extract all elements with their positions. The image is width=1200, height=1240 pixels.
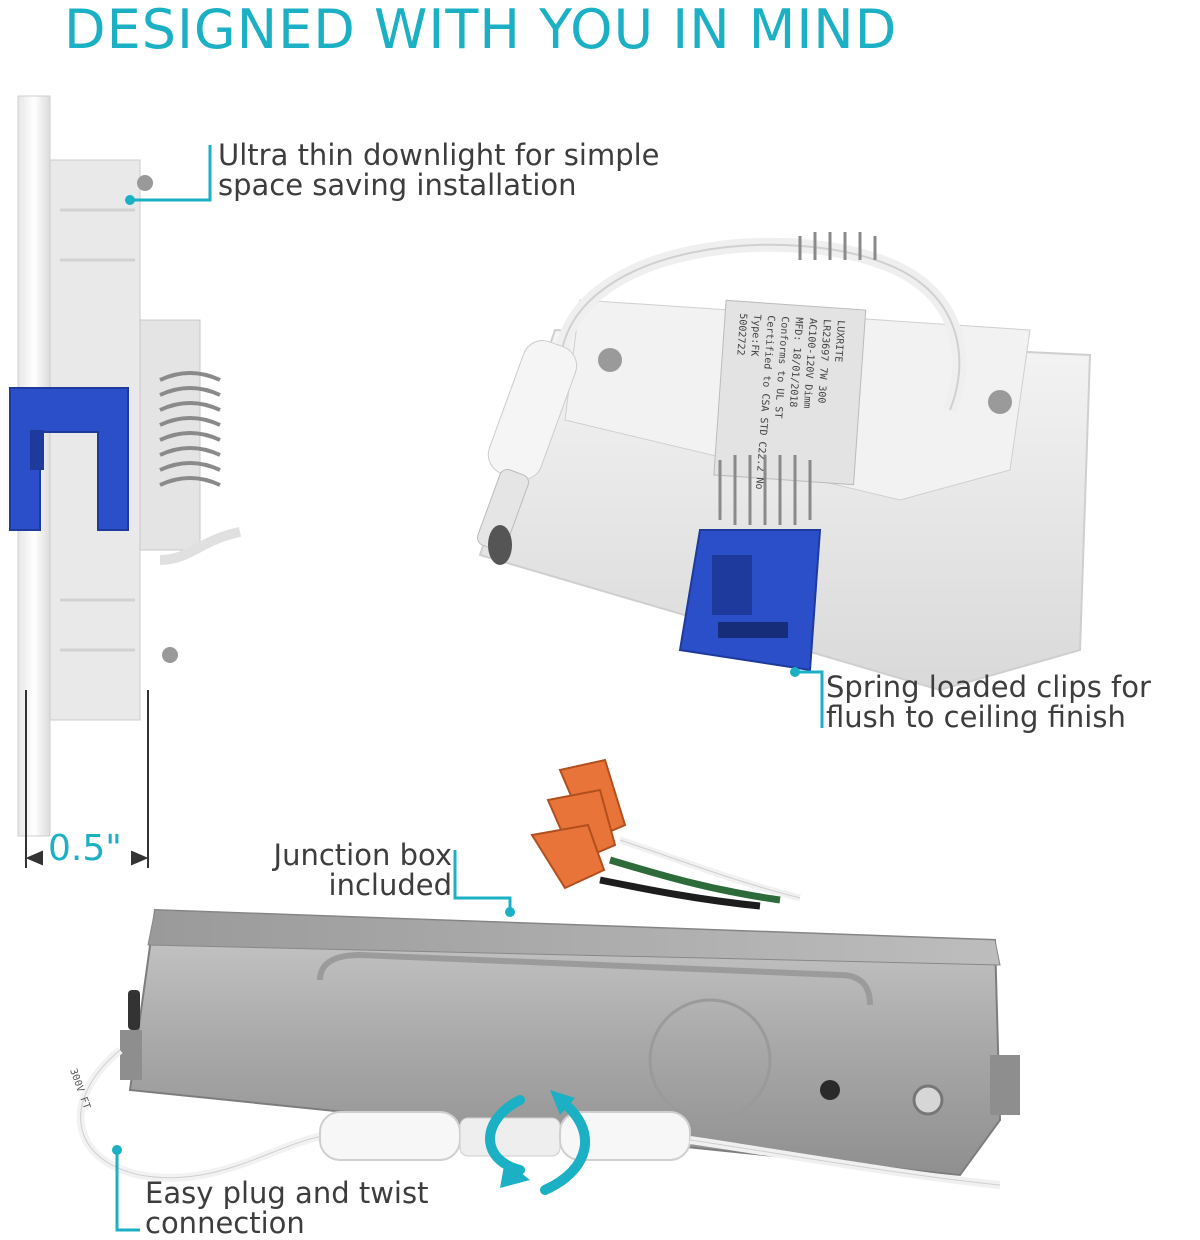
twist-connector [319,1111,1001,1189]
callout-line-spring-clips [795,670,824,728]
callout-line-ultra-thin [130,145,212,202]
junction-box [120,908,1020,1177]
rear-view-downlight: LUXRITE LR23697 7W 300 AC100-120V Dimm M… [476,232,1092,692]
dimension-marker [25,690,149,868]
callout-line-plug-twist [115,1150,140,1232]
page-headline: DESIGNED WITH YOU IN MIND [64,0,898,61]
label-type: Type:FK [748,314,762,357]
dimension-label: 0.5" [48,828,122,869]
callout-spring-clips-line-1: Spring loaded clips for [826,670,1151,704]
callout-plug-twist-line-2: connection [145,1206,305,1240]
spring-icon [159,371,221,487]
callout-junction-box: Junction box included [238,840,452,900]
callout-spring-clips-line-2: flush to ceiling finish [826,700,1126,734]
blue-clip-side [9,387,129,531]
callout-ultra-thin-line-1: Ultra thin downlight for simple [218,138,660,172]
label-brand: LUXRITE [832,320,846,363]
wire-nut-icon [530,758,627,890]
callout-spring-clips: Spring loaded clips for flush to ceiling… [826,672,1151,732]
callout-plug-twist-line-1: Easy plug and twist [145,1176,429,1210]
callout-ultra-thin-line-2: space saving installation [218,168,577,202]
callout-junction-box-line-2: included [328,868,452,902]
side-profile-downlight [9,95,242,837]
dc-connector [476,340,578,565]
callout-ultra-thin: Ultra thin downlight for simple space sa… [218,140,660,200]
label-code: 5002722 [734,313,748,356]
callout-line-junction-box [453,850,512,912]
callout-junction-box-line-1: Junction box [273,838,452,872]
callout-plug-twist: Easy plug and twist connection [145,1178,428,1238]
wires [599,836,801,910]
